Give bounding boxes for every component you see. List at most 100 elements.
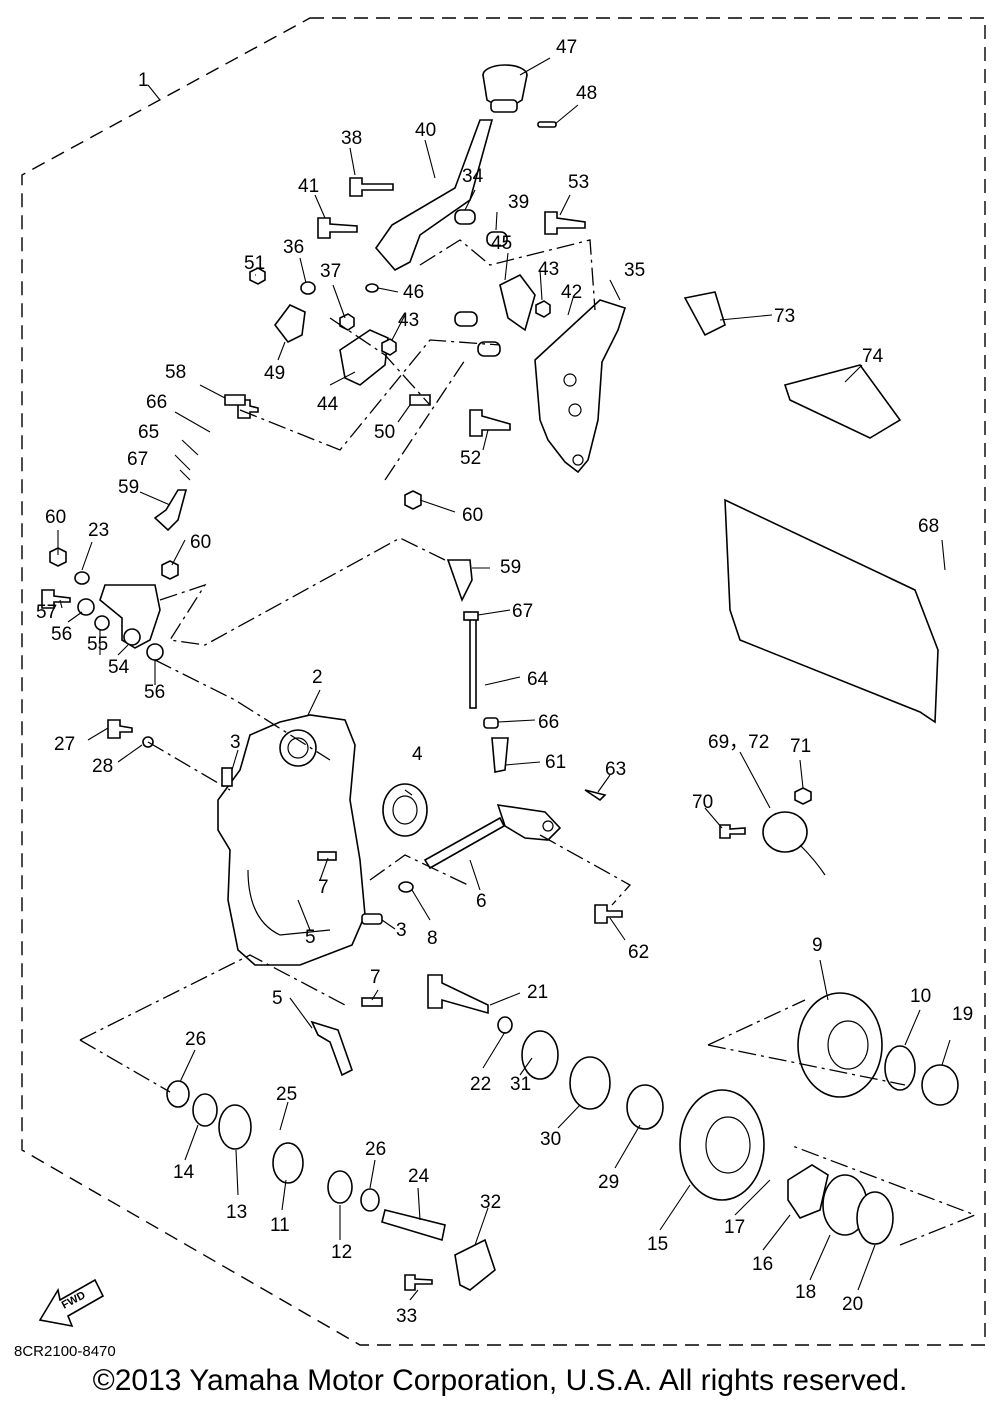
- copyright-notice: ©2013 Yamaha Motor Corporation, U.S.A. A…: [92, 1364, 908, 1397]
- drawing-code: 8CR2100-8470: [14, 1343, 116, 1360]
- callout-7: 7: [370, 967, 381, 988]
- callout-52: 52: [460, 448, 481, 469]
- part-washer: [856, 1191, 894, 1245]
- part-dowel-pin: [221, 767, 233, 787]
- part-shift-shaft: [423, 804, 562, 870]
- leader-lines: [57, 57, 951, 1301]
- callout-66: 66: [538, 712, 559, 733]
- callout-61: 61: [545, 752, 566, 773]
- part-lever-plate: [339, 329, 389, 386]
- callout-23: 23: [88, 520, 109, 541]
- callout-8: 8: [427, 928, 438, 949]
- callout-38: 38: [341, 128, 362, 149]
- part-chaincase-cover: [217, 714, 366, 966]
- part-bolts: [41, 177, 746, 1291]
- callout-59: 59: [500, 557, 521, 578]
- callout-43: 43: [398, 310, 419, 331]
- assembly-lines: [79, 239, 977, 1246]
- callout-16: 16: [752, 1254, 773, 1275]
- part-knob: [482, 64, 528, 113]
- callout-14: 14: [173, 1162, 195, 1183]
- callout-15: 15: [647, 1234, 668, 1255]
- part-speed-sensor: [762, 811, 826, 876]
- part-collar: [477, 341, 501, 357]
- callout-19: 19: [952, 1004, 973, 1025]
- part-collar: [486, 231, 508, 247]
- part-collar: [454, 209, 476, 225]
- callout-46: 46: [403, 282, 424, 303]
- callout-66: 66: [146, 392, 167, 413]
- callout-3: 3: [230, 732, 241, 753]
- callout-54: 54: [108, 657, 130, 678]
- callout-28: 28: [92, 756, 113, 777]
- callout-55: 55: [87, 634, 108, 655]
- callout-9: 9: [812, 935, 823, 956]
- callout-1: 1: [138, 70, 149, 91]
- part-needle-bearing: [884, 1045, 916, 1091]
- callout-2: 2: [312, 667, 323, 688]
- part-seal: [921, 1064, 959, 1106]
- part-washer: [360, 1188, 380, 1212]
- callout-59: 59: [118, 477, 139, 498]
- callout-25: 25: [276, 1084, 297, 1105]
- part-shift-lever: [374, 119, 494, 272]
- part-spring: [569, 1056, 611, 1110]
- callout-73: 73: [774, 306, 795, 327]
- callout-58: 58: [165, 362, 186, 383]
- part-bracket: [454, 1238, 496, 1291]
- callout-42: 42: [561, 282, 582, 303]
- callout-56: 56: [51, 624, 72, 645]
- callout-67: 67: [512, 601, 533, 622]
- callout-37: 37: [320, 261, 341, 282]
- callout-32: 32: [480, 1192, 501, 1213]
- part-washer: [166, 1080, 190, 1108]
- callout-71: 71: [790, 736, 811, 757]
- callout-60: 60: [462, 505, 483, 526]
- part-nuts: [49, 267, 812, 805]
- part-sprocket: [797, 992, 883, 1098]
- callout-11: 11: [270, 1215, 290, 1236]
- assembly-boundary: [21, 17, 986, 1346]
- part-sprocket-large: [679, 1089, 765, 1201]
- callout-60: 60: [45, 507, 66, 528]
- callout-22: 22: [470, 1074, 491, 1095]
- callout-57: 57: [36, 602, 57, 623]
- callout-34: 34: [462, 166, 484, 187]
- callout-65: 65: [138, 422, 159, 443]
- callout-68: 68: [918, 516, 939, 537]
- part-gear: [272, 1142, 304, 1184]
- callout-48: 48: [576, 83, 597, 104]
- callout-5: 5: [305, 927, 316, 948]
- callout-74: 74: [862, 346, 884, 367]
- callout-29: 29: [598, 1172, 619, 1193]
- part-bushing: [521, 1030, 559, 1080]
- callout-21: 21: [527, 982, 548, 1003]
- callout-63: 63: [605, 759, 626, 780]
- callout-26: 26: [185, 1029, 206, 1050]
- callout-24: 24: [408, 1166, 430, 1187]
- callout-4: 4: [412, 744, 423, 765]
- callout-60: 60: [190, 532, 211, 553]
- callout-7: 7: [318, 877, 329, 898]
- callout-27: 27: [54, 734, 75, 755]
- callout-17: 17: [724, 1217, 745, 1238]
- callout-39: 39: [508, 192, 529, 213]
- part-linkage: [74, 281, 509, 773]
- callout-33: 33: [396, 1306, 417, 1327]
- part-pin: [317, 851, 337, 861]
- callout-53: 53: [568, 172, 589, 193]
- part-tensioner-arm: [310, 1020, 353, 1077]
- callout-56: 56: [144, 682, 165, 703]
- part-needle-bearing: [327, 1170, 353, 1204]
- callout-62: 62: [628, 942, 649, 963]
- callout-12: 12: [331, 1242, 352, 1263]
- part-washer: [497, 1016, 513, 1034]
- callout-31: 31: [510, 1074, 531, 1095]
- part-clip: [584, 789, 607, 802]
- callout-45: 45: [491, 233, 512, 254]
- part-needle-bearing: [192, 1093, 218, 1127]
- callout-40: 40: [415, 120, 436, 141]
- callout-41: 41: [298, 176, 319, 197]
- part-collar: [454, 311, 478, 327]
- part-pin: [361, 997, 383, 1007]
